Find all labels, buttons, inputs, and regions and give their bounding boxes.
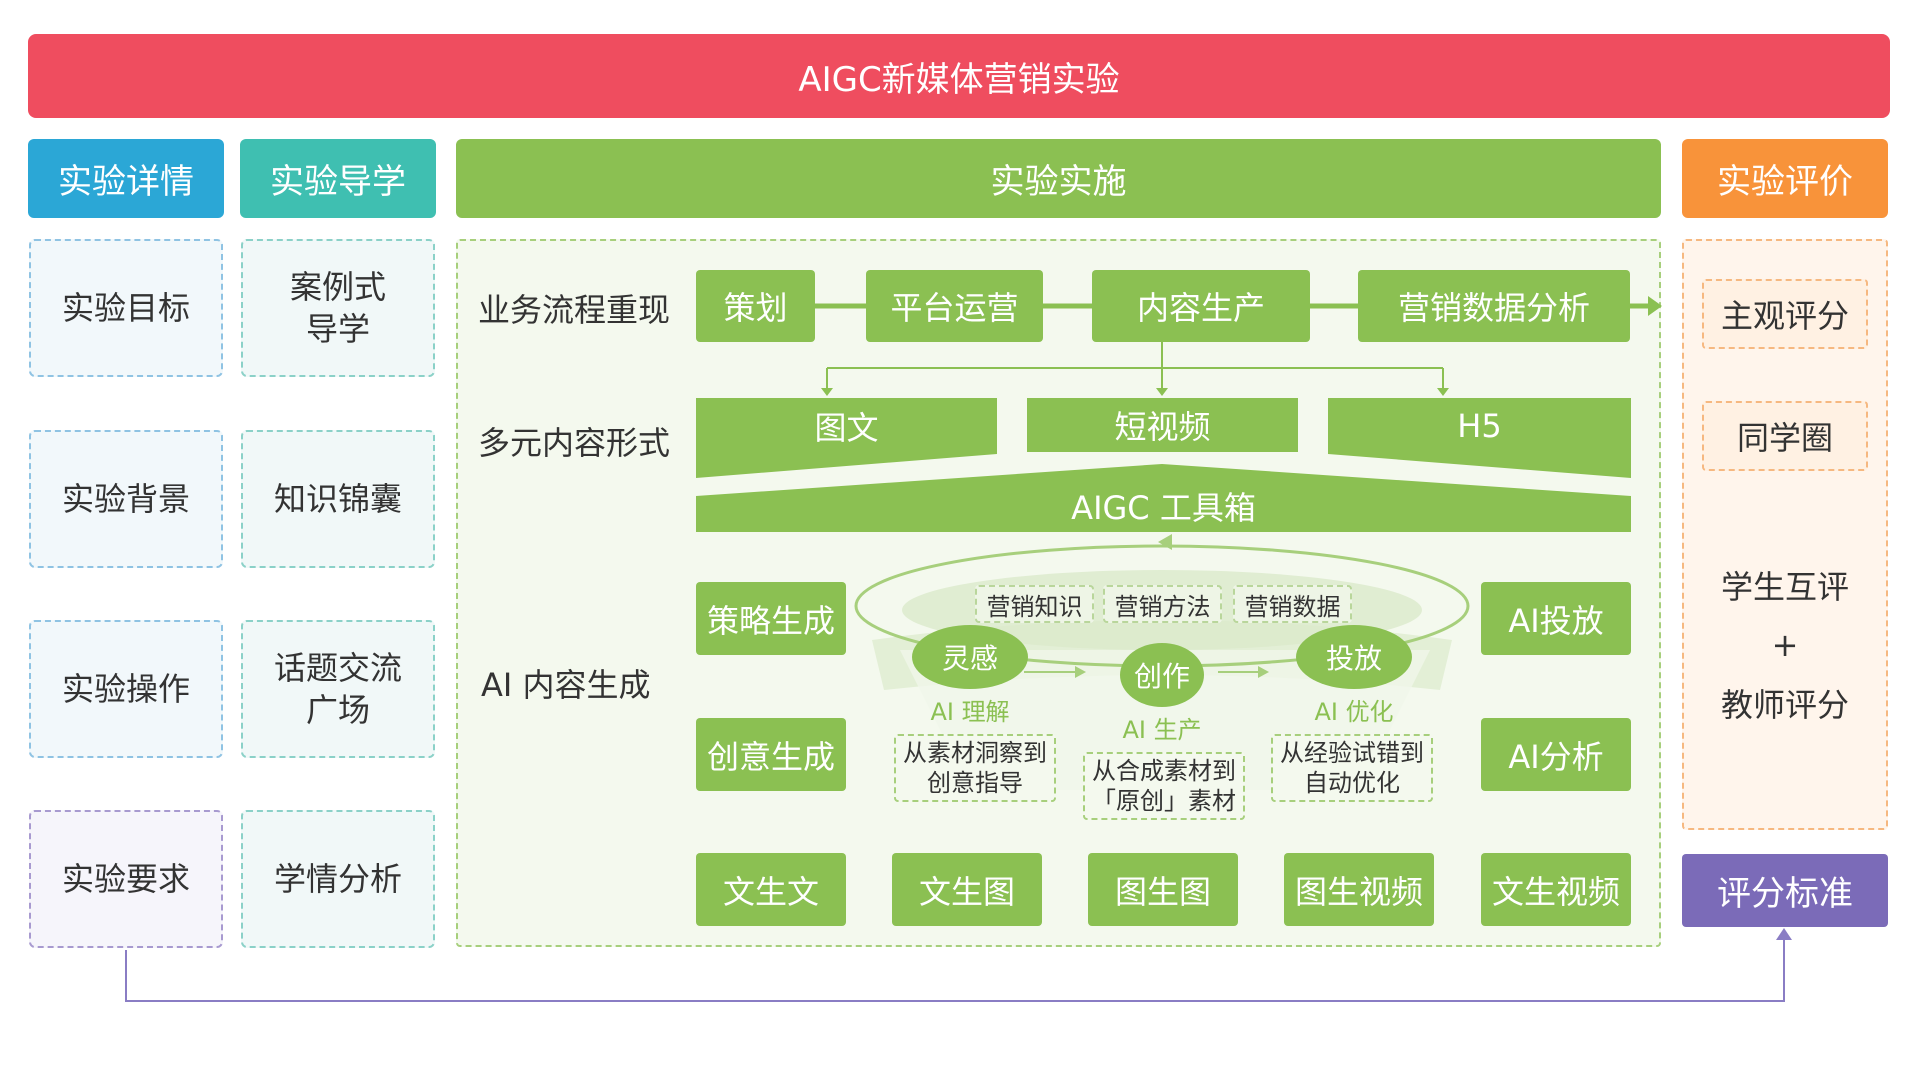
score-standard: 评分标准 [1682,854,1888,927]
branch-arrow [1156,388,1168,396]
guide-item-learning-analysis: 学情分析 [241,810,435,948]
guide-item-knowledge: 知识锦囊 [241,430,435,568]
creative-generation: 创意生成 [696,718,846,791]
header-experiment-evaluation: 实验评价 [1682,139,1888,218]
content-form-short-video: 短视频 [1114,408,1211,446]
chip-marketing-methods: 营销方法 [1103,585,1222,623]
process-arrow-head [1648,296,1662,316]
toolbox-shape [696,464,1631,532]
stage-sub-ai-understanding: AI 理解 [930,697,1010,726]
feedback-line [125,935,1785,1002]
tool-image-to-video: 图生视频 [1284,853,1434,926]
content-form-shape [1328,398,1631,478]
stage-bubble-creation [1120,643,1204,707]
stage-sub-ai-optimization: AI 优化 [1314,697,1394,726]
tool-image-to-image: 图生图 [1088,853,1238,926]
content-form-shape [1027,398,1298,452]
content-form-image-text: 图文 [814,409,879,447]
details-item-background: 实验背景 [29,430,223,568]
stage-label-delivery: 投放 [1325,642,1382,675]
stage-desc-creation: 从合成素材到 「原创」素材 [1083,752,1245,820]
eval-teacher-score: 教师评分 [1720,686,1849,724]
header-experiment-implementation: 实验实施 [456,139,1661,218]
stage-bubble-delivery [1296,625,1412,689]
branch-arrow [821,388,833,396]
stage-arrow-head [1258,666,1269,678]
stage-bubble-inspiration [912,625,1028,689]
content-form-shape [696,398,997,478]
process-step-content-production: 内容生产 [1092,270,1310,342]
eval-peer-circle: 同学圈 [1702,401,1868,471]
stage-desc-delivery: 从经验试错到 自动优化 [1271,734,1433,802]
eval-subjective-score: 主观评分 [1702,279,1868,349]
ai-delivery: AI投放 [1481,582,1631,655]
branch-arrow [1437,388,1449,396]
strategy-generation: 策略生成 [696,582,846,655]
header-experiment-guide: 实验导学 [240,139,436,218]
process-step-data-analysis: 营销数据分析 [1358,270,1630,342]
stage-desc-inspiration: 从素材洞察到 创意指导 [894,734,1056,802]
process-step-planning: 策划 [696,270,815,342]
tool-text-to-image: 文生图 [892,853,1042,926]
aigc-toolbox: AIGC 工具箱 [1071,489,1256,527]
cycle-arrow [1158,534,1172,550]
chip-marketing-knowledge: 营销知识 [975,585,1094,623]
tool-text-to-text: 文生文 [696,853,846,926]
guide-item-discussion: 话题交流 广场 [241,620,435,758]
process-step-platform-operation: 平台运营 [866,270,1043,342]
header-experiment-details: 实验详情 [28,139,224,218]
tool-text-to-video: 文生视频 [1481,853,1631,926]
stage-sub-ai-production: AI 生产 [1122,715,1202,744]
row-label-ai-generation: AI 内容生成 [481,666,651,704]
row-label-process: 业务流程重现 [478,291,671,329]
diagram-title: AIGC新媒体营销实验 [28,34,1890,118]
stage-arrow-head [1075,666,1086,678]
chip-marketing-data: 营销数据 [1233,585,1352,623]
feedback-arrow [1776,928,1792,940]
ai-analysis: AI分析 [1481,718,1631,791]
guide-item-case-study: 案例式 导学 [241,239,435,377]
stage-label-inspiration: 灵感 [941,642,998,675]
content-form-h5: H5 [1457,407,1502,445]
details-item-goal: 实验目标 [29,239,223,377]
stage-label-creation: 创作 [1133,660,1190,693]
eval-plus-sign: + [1771,626,1799,664]
row-label-content-forms: 多元内容形式 [478,424,671,462]
details-item-operation: 实验操作 [29,620,223,758]
details-item-requirements: 实验要求 [29,810,223,948]
eval-student-peer-review: 学生互评 [1720,568,1849,606]
